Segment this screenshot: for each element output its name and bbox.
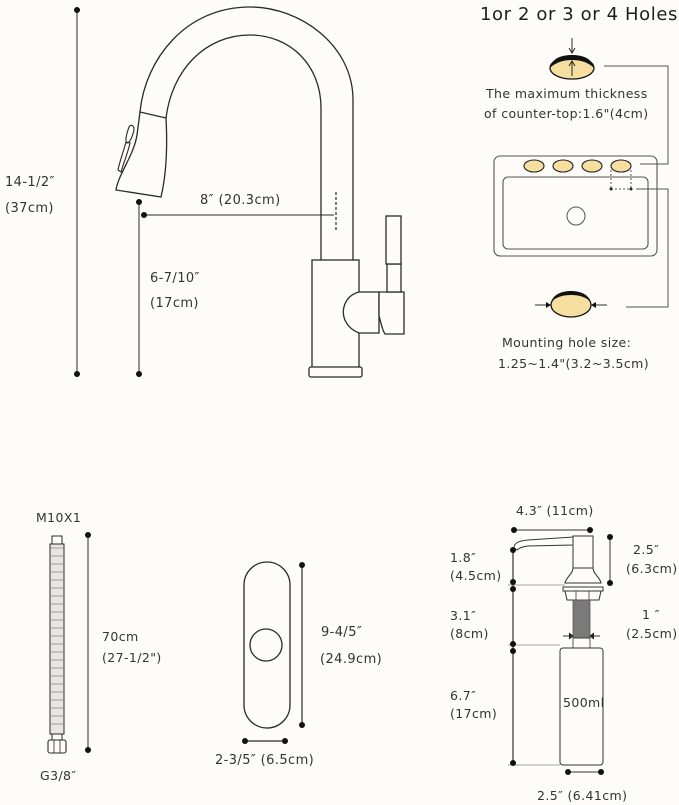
dispenser-head-in: 2.5″ <box>633 542 660 557</box>
hose-drawing <box>47 532 91 754</box>
dispenser-bottle-cm: (17cm) <box>450 706 498 721</box>
faucet-drawing <box>74 6 405 378</box>
dispenser-shank-in: 3.1″ <box>450 608 477 623</box>
spout-height-cm: (17cm) <box>150 296 199 311</box>
sink-holes-drawing <box>493 38 669 318</box>
faucet-height-cm: (37cm) <box>5 201 54 216</box>
holes-title: 1or 2 or 3 or 4 Holes <box>480 4 678 25</box>
dispenser-shank-dia-cm: (2.5cm) <box>626 626 678 641</box>
soap-dispenser-drawing <box>508 527 613 775</box>
hose-length-cm: 70cm <box>102 629 139 644</box>
dispenser-spout-in: 1.8″ <box>450 550 477 565</box>
mount-hole-line2: 1.25~1.4"(3.2~3.5cm) <box>498 356 649 371</box>
mount-hole-line1: Mounting hole size: <box>502 335 632 350</box>
dispenser-shank-dia-in: 1 ″ <box>642 607 660 622</box>
deck-plate-drawing <box>242 561 305 744</box>
dispenser-head-cm: (6.3cm) <box>626 561 678 576</box>
hose-top-thread: M10X1 <box>36 510 82 525</box>
faucet-reach: 8″ (20.3cm) <box>200 193 281 208</box>
hose-length-in: (27-1/2") <box>102 650 162 665</box>
dispenser-spout-cm: (4.5cm) <box>450 568 502 583</box>
dispenser-shank-cm: (8cm) <box>450 626 489 641</box>
thickness-line1: The maximum thickness <box>486 86 648 101</box>
dispenser-width: 4.3″ (11cm) <box>516 503 594 518</box>
thickness-line2: of counter-top:1.6"(4cm) <box>484 106 649 121</box>
spout-height-in: 6-7/10″ <box>150 271 200 286</box>
dispenser-capacity: 500ml <box>563 695 605 710</box>
deck-plate-height-in: 9-4/5″ <box>321 625 363 640</box>
faucet-height-in: 14-1/2″ <box>5 175 55 190</box>
hose-bottom-thread: G3/8″ <box>40 768 77 783</box>
deck-plate-height-cm: (24.9cm) <box>320 652 383 667</box>
dispenser-bottle-width: 2.5″ (6.41cm) <box>537 788 628 803</box>
deck-plate-width: 2-3/5″ (6.5cm) <box>215 753 315 768</box>
dispenser-bottle-in: 6.7″ <box>450 688 477 703</box>
